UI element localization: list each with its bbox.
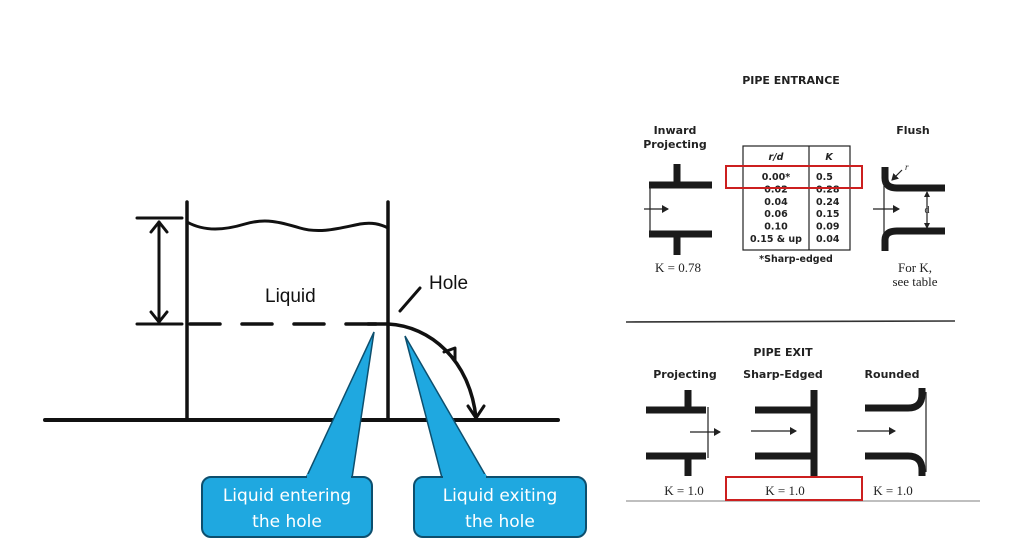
pipe-entrance-section: PIPE ENTRANCE Inward Projecting K = 0.78… [643,74,945,289]
flush-d-label: d [925,205,930,216]
callout-entering-line2: the hole [252,512,322,532]
exit-rounded-k: K = 1.0 [873,483,912,498]
pipe-exit-title: PIPE EXIT [753,346,813,359]
exit-rounded-label: Rounded [865,368,920,381]
table-cell-k: 0.28 [816,184,840,195]
exit-projecting-pipe-icon [646,390,721,476]
inward-projecting-pipe-icon [644,164,712,255]
tank-diagram: Liquid Hole [43,200,560,422]
inward-label-2: Projecting [643,138,707,151]
hole-leader-line [398,286,422,313]
liquid-label: Liquid [265,286,316,307]
table-cell-k: 0.24 [816,197,840,208]
highlight-box-sharp-edged-entrance [725,165,863,189]
table-cell-k: 0.09 [816,222,839,233]
table-cell-k: 0.15 [816,209,839,220]
callout-exiting: Liquid exiting the hole [404,335,587,538]
dimension-arrow-down-icon [149,310,169,324]
table-cell-rd: 0.04 [764,197,788,208]
inward-k-value: K = 0.78 [655,260,701,275]
callout-entering-box [201,476,373,538]
callout-entering-line1: Liquid entering [223,486,351,506]
highlight-box-sharp-edged-exit [725,476,863,501]
table-cell-rd: 0.15 & up [750,234,802,245]
table-cell-k: 0.5 [816,172,833,183]
callout-exiting-line2: the hole [465,512,535,532]
table-cell-rd: 0.00* [762,172,790,183]
section-divider [625,320,956,323]
pipe-entrance-title: PIPE ENTRANCE [742,74,840,87]
trajectory-arrow-mid-icon [442,346,457,362]
trajectory-arrow-end-icon [466,404,486,420]
liquid-surface [185,219,390,232]
rd-k-table: r/d K 0.00* 0.5 0.02 0.28 0.04 0.24 0.06 0.15 0.… [742,145,851,265]
exit-sharp-edged-pipe-icon [751,390,818,476]
exit-sharp-edged-k: K = 1.0 [765,483,804,498]
table-cell-rd: 0.02 [764,184,787,195]
callout-entering-joint [307,474,351,480]
exit-rounded-pipe-icon [857,388,927,476]
flush-k-line2: see table [892,274,937,289]
flush-pipe-icon [873,167,945,251]
inward-label-1: Inward [654,124,697,137]
table-footnote: *Sharp-edged [759,254,833,265]
callout-entering: Liquid entering the hole [201,331,375,538]
exit-sharp-edged-label: Sharp-Edged [743,368,823,381]
callout-entering-pointer [304,331,375,479]
flush-r-label: r [905,162,909,172]
table-cell-rd: 0.10 [764,222,788,233]
table-cell-rd: 0.06 [764,209,788,220]
callout-exiting-box [413,476,587,538]
flush-k-line1: For K, [898,260,932,275]
pipe-exit-section: PIPE EXIT Projecting Sharp-Edged Rounded… [626,346,980,502]
callout-exiting-line1: Liquid exiting [443,486,558,506]
callout-exiting-joint [443,474,486,480]
exit-projecting-k: K = 1.0 [664,483,703,498]
table-header-k: K [825,152,833,163]
table-cell-k: 0.04 [816,234,840,245]
exit-projecting-label: Projecting [653,368,717,381]
hole-label: Hole [429,273,468,294]
dimension-arrow-up-icon [149,220,169,234]
table-header-rd: r/d [769,152,784,163]
flush-label: Flush [896,124,930,137]
